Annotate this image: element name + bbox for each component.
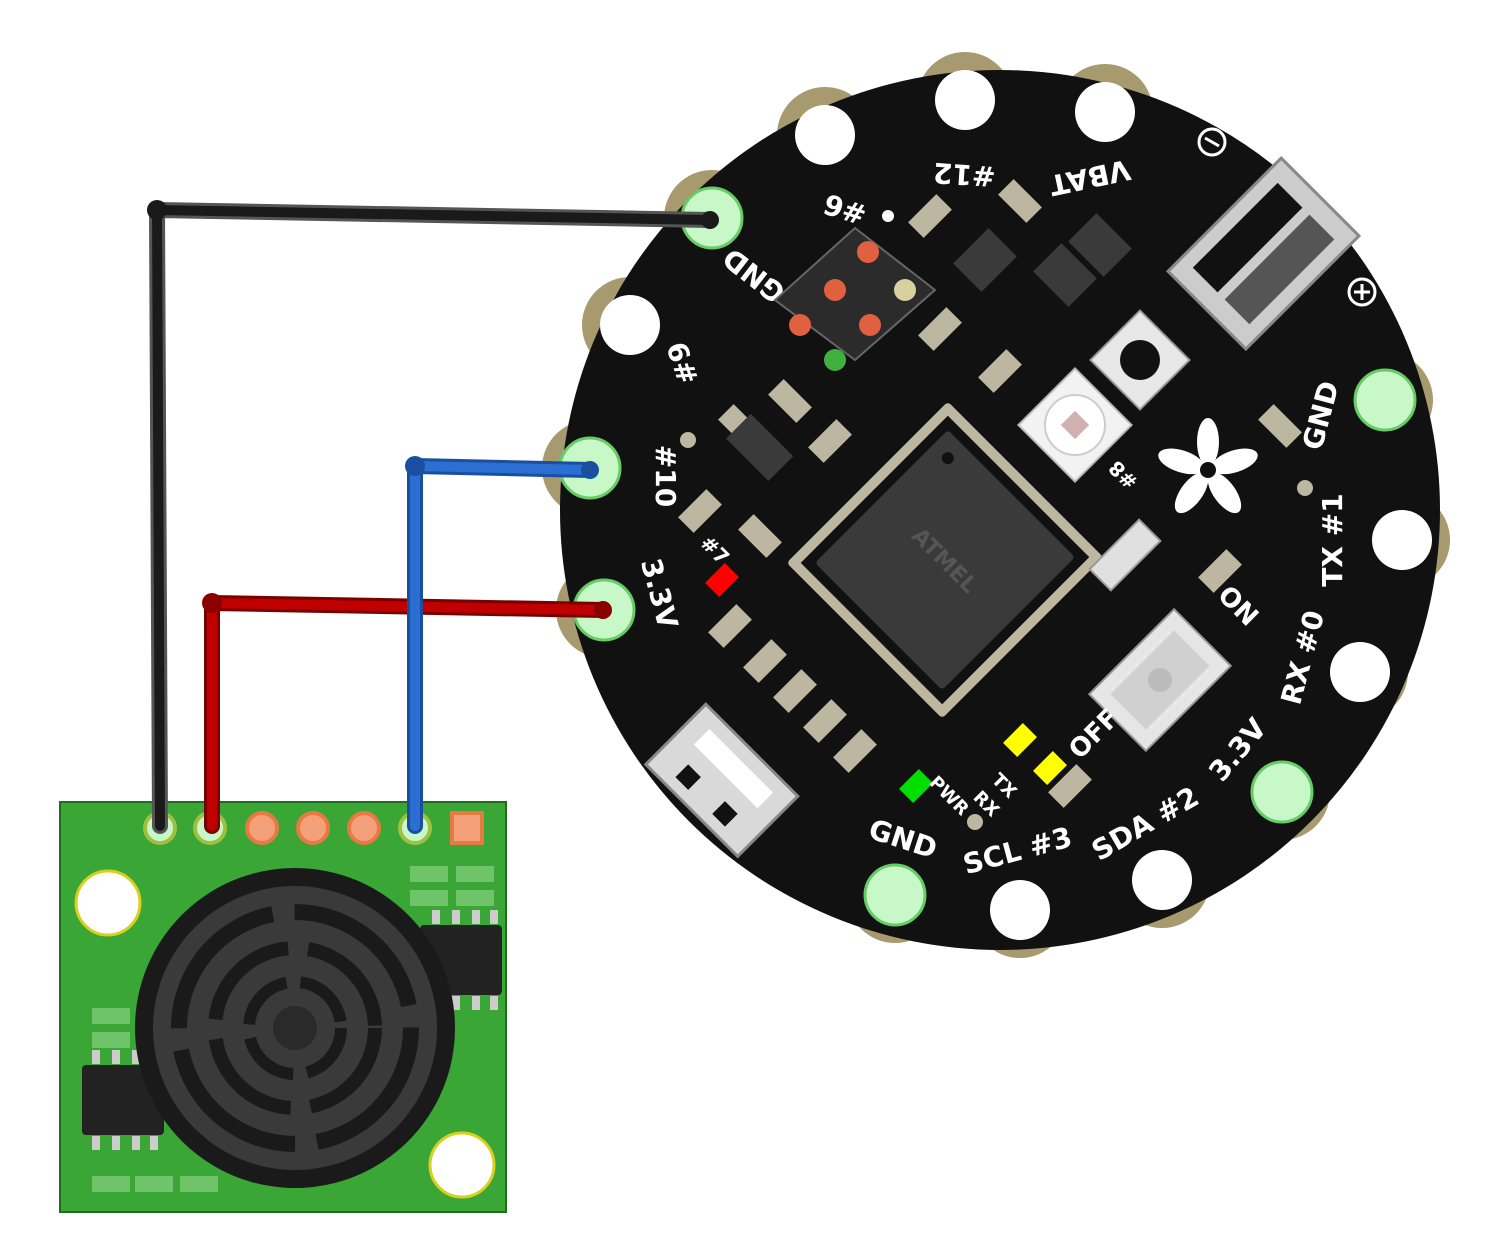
neopixel-led: [1017, 367, 1133, 483]
sensor-pin-5: [347, 811, 381, 845]
led-pin7: [705, 563, 739, 597]
wires: [147, 200, 719, 834]
label-pin10: #10: [649, 445, 682, 507]
pad-9: [600, 295, 660, 355]
sensor-pin-7: [450, 811, 484, 845]
status-leds: [705, 563, 1067, 803]
led-pwr: [899, 769, 933, 803]
pad-rx0: [1330, 642, 1390, 702]
battery-polarity: [1197, 127, 1377, 307]
fiducial-dot: [1297, 480, 1313, 496]
battery-connector: [1165, 155, 1362, 352]
pad-3v3-right: [1250, 760, 1314, 824]
ultrasonic-sensor: [59, 801, 507, 1213]
pad-vbat: [1075, 82, 1135, 142]
isp-header: [773, 210, 937, 371]
flower-logo-icon: [1158, 418, 1258, 514]
mounting-hole: [74, 869, 142, 937]
pad-tx1: [1372, 510, 1432, 570]
fiducial-dot: [967, 814, 983, 830]
led-rx: [1033, 751, 1067, 785]
label-pin12: #12: [932, 156, 997, 193]
transducer: [135, 868, 455, 1188]
pad-gnd-right: [1353, 368, 1417, 432]
fiducial-dot: [680, 432, 696, 448]
minus-icon: [1197, 127, 1227, 157]
flora-board: GND #9 #10 3.3V #6 #12 VBAT GND TX #1 RX…: [542, 52, 1450, 958]
sensor-ic-bottom: [82, 1065, 164, 1135]
sensor-pin-3: [245, 811, 279, 845]
microcontroller-chip: ATMEL: [788, 403, 1102, 717]
power-switch: [1087, 607, 1233, 753]
sensor-pin-4: [296, 811, 330, 845]
mounting-hole: [428, 1131, 496, 1199]
pad-sda2: [1132, 850, 1192, 910]
label-tx1: TX #1: [1316, 493, 1349, 586]
pad-12: [935, 70, 995, 130]
led-tx: [1003, 723, 1037, 757]
usb-connector: [643, 702, 800, 859]
plus-icon: [1347, 277, 1377, 307]
smd-components: [678, 179, 1302, 808]
pad-gnd-bottom: [863, 863, 927, 927]
pad-holes: [558, 70, 1432, 940]
pad-6: [795, 105, 855, 165]
reset-button: [1089, 309, 1191, 411]
pad-scl3: [990, 880, 1050, 940]
